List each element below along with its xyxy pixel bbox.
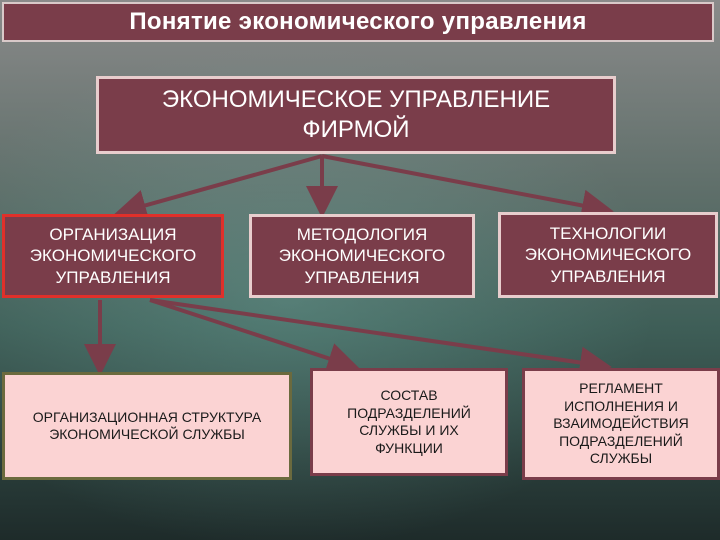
arrow-root-to-technology xyxy=(321,154,614,222)
methodology-node-label: МЕТОДОЛОГИЯ ЭКОНОМИЧЕСКОГО УПРАВЛЕНИЯ xyxy=(278,225,446,287)
technology-node: ТЕХНОЛОГИИ ЭКОНОМИЧЕСКОГО УПРАВЛЕНИЯ xyxy=(498,212,718,298)
methodology-node: МЕТОДОЛОГИЯ ЭКОНОМИЧЕСКОГО УПРАВЛЕНИЯ xyxy=(249,214,475,298)
structure-node-label: ОРГАНИЗАЦИОННАЯ СТРУКТУРА ЭКОНОМИЧЕСКОЙ … xyxy=(32,408,262,443)
slide-title-text: Понятие экономического управления xyxy=(129,8,587,35)
technology-node-label: ТЕХНОЛОГИИ ЭКОНОМИЧЕСКОГО УПРАВЛЕНИЯ xyxy=(524,224,692,286)
organization-node-label: ОРГАНИЗАЦИЯ ЭКОНОМИЧЕСКОГО УПРАВЛЕНИЯ xyxy=(29,225,197,287)
root-node: ЭКОНОМИЧЕСКОЕ УПРАВЛЕНИЕ ФИРМОЙ xyxy=(96,76,616,154)
regulation-node: РЕГЛАМЕНТ ИСПОЛНЕНИЯ И ВЗАИМОДЕЙСТВИЯ ПО… xyxy=(522,368,720,480)
arrow-root-to-organization xyxy=(114,154,323,221)
composition-node-label: СОСТАВ ПОДРАЗДЕЛЕНИЙ СЛУЖБЫ И ИХ ФУНКЦИИ xyxy=(347,387,471,456)
arrow-organization-to-composition xyxy=(149,298,360,374)
slide-title: Понятие экономического управления xyxy=(2,2,714,42)
arrow-organization-to-regulation xyxy=(149,298,612,379)
structure-node: ОРГАНИЗАЦИОННАЯ СТРУКТУРА ЭКОНОМИЧЕСКОЙ … xyxy=(2,372,292,480)
organization-node: ОРГАНИЗАЦИЯ ЭКОНОМИЧЕСКОГО УПРАВЛЕНИЯ xyxy=(2,214,224,298)
root-node-label: ЭКОНОМИЧЕСКОЕ УПРАВЛЕНИЕ ФИРМОЙ xyxy=(161,86,551,143)
regulation-node-label: РЕГЛАМЕНТ ИСПОЛНЕНИЯ И ВЗАИМОДЕЙСТВИЯ ПО… xyxy=(553,380,689,467)
composition-node: СОСТАВ ПОДРАЗДЕЛЕНИЙ СЛУЖБЫ И ИХ ФУНКЦИИ xyxy=(310,368,508,476)
